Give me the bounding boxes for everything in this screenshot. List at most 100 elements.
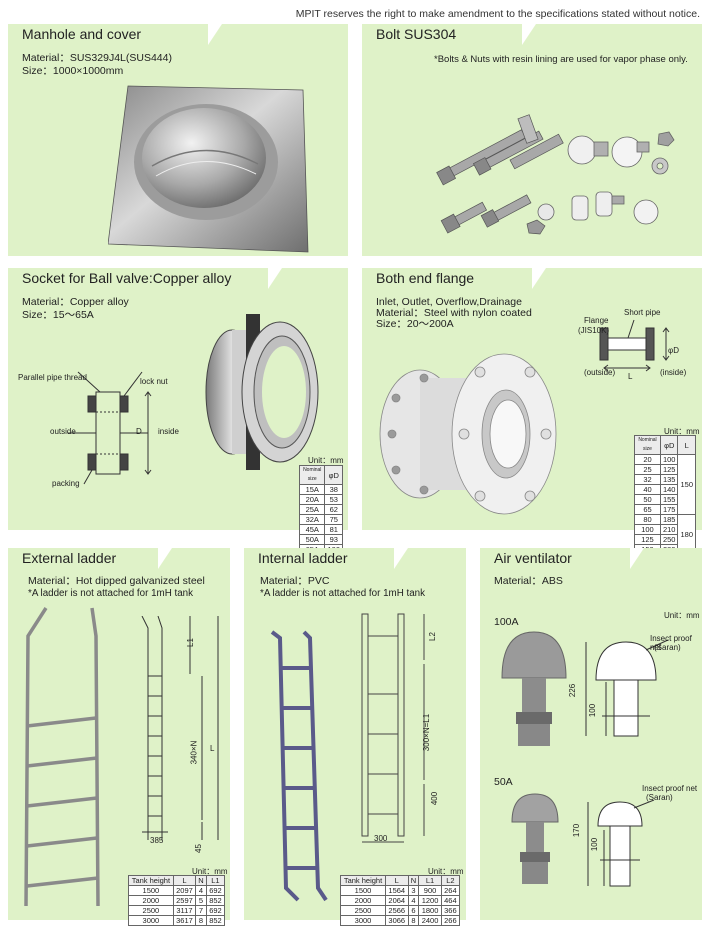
socket-table-h0: Nominal size (298, 465, 326, 485)
cell: 3066 (385, 915, 409, 926)
external-table-h0: Tank height (128, 875, 174, 886)
socket-unit: Unit：mm (308, 456, 344, 465)
vent-50a-label: 50A (494, 776, 513, 788)
socket-locknut-label: lock nut (140, 377, 168, 386)
cell: 3000 (340, 915, 386, 926)
cell: 852 (205, 895, 226, 906)
socket-outside-label: outside (50, 427, 76, 436)
cell: 2400 (418, 915, 442, 926)
bolt-illustration (436, 114, 675, 235)
cell: 2566 (385, 905, 409, 916)
internal-dim-w: 300 (374, 834, 388, 843)
cell: 40 (634, 484, 661, 495)
cell: 2597 (172, 895, 197, 906)
cell: 32A (298, 514, 326, 525)
cell: 25 (634, 464, 661, 475)
cell: 1500 (128, 885, 174, 896)
flange-illustration (379, 353, 557, 515)
external-ladder-title: External ladder (8, 548, 172, 569)
socket-title: Socket for Ball valve:Copper alloy (8, 268, 282, 289)
cell: 1564 (385, 885, 409, 896)
socket-table-h1: φD (324, 465, 343, 485)
vent-50a-photo (511, 793, 559, 884)
bolt-note: *Bolts & Nuts with resin lining are used… (434, 54, 688, 65)
socket-packing-label: packing (52, 479, 80, 488)
flange-inside-label: (inside) (660, 368, 687, 377)
socket-inside-label: inside (158, 427, 179, 436)
flange-size: Size：20～200A (376, 318, 454, 330)
flange-line1: Inlet, Outlet, Overflow,Drainage (376, 296, 522, 308)
notice-text: MPIT reserves the right to make amendmen… (295, 8, 700, 20)
vent-net2b: (Saran) (646, 793, 673, 802)
cell: 6 (407, 905, 420, 916)
cell: 2097 (172, 885, 197, 896)
flange-outside-label: (outside) (584, 368, 616, 377)
vent-100a-label: 100A (494, 616, 519, 628)
external-table-h2: N (195, 875, 207, 886)
cell: 3000 (128, 915, 174, 926)
cell: 2500 (128, 905, 174, 916)
cell: 692 (205, 905, 226, 916)
socket-size: Size：15～65A (22, 309, 94, 321)
cell: 2500 (340, 905, 386, 916)
cell: 2000 (340, 895, 386, 906)
cell: 62 (324, 504, 343, 515)
flange-l-label: L (628, 372, 633, 381)
vent-d170: 170 (572, 823, 582, 838)
cell: 1200 (418, 895, 442, 906)
vent-title: Air ventilator (480, 548, 644, 569)
cell: 852 (205, 915, 226, 926)
manhole-title: Manhole and cover (8, 24, 222, 45)
internal-table-h4: L2 (440, 875, 461, 886)
bolt-panel: Bolt SUS304 *Bolts & Nuts with resin lin… (362, 24, 702, 256)
cell: 81 (324, 524, 343, 535)
cell: 7 (195, 905, 207, 916)
flange-diagram (599, 319, 670, 372)
cell: 8 (195, 915, 207, 926)
cell: 20 (634, 454, 661, 465)
cell: 32 (634, 474, 661, 485)
socket-material: Material：Copper alloy (22, 296, 129, 308)
vent-net1b: (Saran) (654, 643, 681, 652)
internal-ladder-illustration (270, 630, 328, 902)
cell: 100 (634, 524, 661, 535)
manhole-size: Size：1000×1000mm (22, 65, 124, 77)
cell: 53 (324, 494, 343, 505)
internal-ladder-panel: Internal ladder Material：PVC *A ladder i… (244, 548, 466, 926)
internal-note: *A ladder is not attached for 1mH tank (260, 588, 426, 599)
external-material: Material：Hot dipped galvanized steel (28, 575, 205, 587)
external-unit: Unit：mm (192, 867, 228, 876)
external-dim-w: 385 (150, 836, 164, 845)
cell: 464 (440, 895, 461, 906)
cell: 2064 (385, 895, 409, 906)
cell: 210 (659, 524, 679, 535)
cell: 1800 (418, 905, 442, 916)
vent-net1: Insect proof net (650, 634, 692, 652)
vent-panel: Air ventilator Material：ABS Unit：mm 100A… (480, 548, 702, 920)
external-table-h3: L1 (205, 875, 226, 886)
external-note: *A ladder is not attached for 1mH tank (28, 588, 194, 599)
flange-table-h1: φD (659, 435, 679, 455)
external-ladder-drawing (141, 616, 219, 840)
external-dim-l1: L1 (185, 638, 195, 647)
cell: 50 (634, 494, 661, 505)
internal-dim-h: 400 (430, 791, 440, 806)
flange-title: Both end flange (362, 268, 546, 289)
cell: 692 (205, 885, 226, 896)
vent-d226: 226 (568, 683, 578, 698)
cell: 25A (298, 504, 326, 515)
cell: 100 (659, 454, 679, 465)
vent-50a-drawing (587, 800, 655, 887)
cell: 175 (659, 504, 679, 515)
